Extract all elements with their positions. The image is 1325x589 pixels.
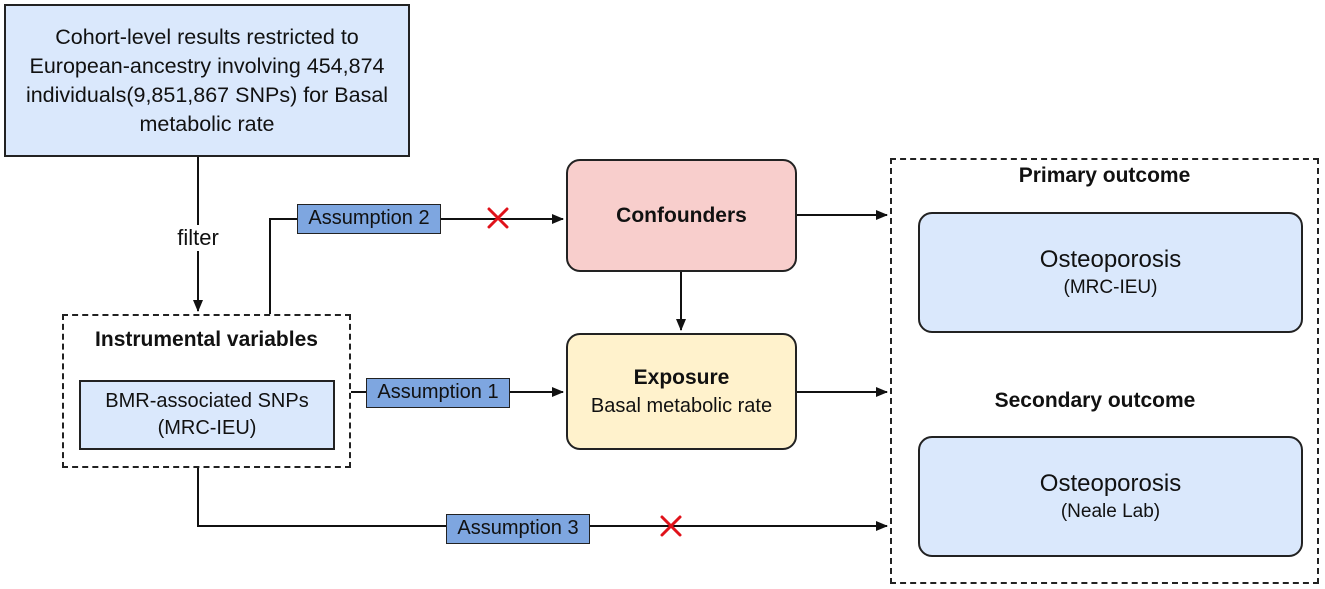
- instrumental-variables-title: Instrumental variables: [95, 328, 318, 351]
- assumption-2-label: Assumption 2: [297, 204, 441, 234]
- secondary-outcome-box: Osteoporosis (Neale Lab): [918, 436, 1303, 557]
- assumption-2-edge: [269, 214, 564, 314]
- confounders-label: Confounders: [616, 203, 747, 227]
- secondary-outcome-label: Secondary outcome: [994, 389, 1196, 412]
- secondary-outcome-source: (Neale Lab): [1060, 500, 1161, 522]
- bmr-snps-box: BMR-associated SNPs (MRC-IEU): [79, 380, 335, 450]
- primary-outcome-label: Primary outcome: [1018, 164, 1191, 187]
- cohort-line-2: European-ancestry involving 454,874: [29, 53, 385, 78]
- exposure-box: Exposure Basal metabolic rate: [566, 333, 797, 450]
- cohort-line-3: individuals(9,851,867 SNPs) for Basal: [25, 82, 389, 107]
- secondary-outcome-name: Osteoporosis: [1039, 469, 1182, 497]
- assumption-2-cross-mark: [487, 207, 509, 229]
- snp-source: (MRC-IEU): [157, 417, 257, 439]
- exposure-subtitle: Basal metabolic rate: [590, 394, 773, 417]
- primary-outcome-source: (MRC-IEU): [1063, 276, 1158, 298]
- exposure-title: Exposure: [633, 365, 730, 389]
- assumption-3-cross-mark: [660, 515, 682, 537]
- cohort-data-box: Cohort-level results restricted to Europ…: [4, 4, 410, 157]
- snp-label: BMR-associated SNPs: [105, 390, 309, 412]
- cohort-line-4: metabolic rate: [139, 111, 275, 136]
- assumption-3-label: Assumption 3: [446, 514, 590, 544]
- assumption-1-label: Assumption 1: [366, 378, 510, 408]
- confounders-box: Confounders: [566, 159, 797, 272]
- primary-outcome-box: Osteoporosis (MRC-IEU): [918, 212, 1303, 333]
- filter-label: filter: [168, 225, 228, 251]
- assumption-3-edge: [197, 468, 888, 531]
- cohort-line-1: Cohort-level results restricted to: [55, 24, 359, 49]
- primary-outcome-name: Osteoporosis: [1039, 245, 1182, 273]
